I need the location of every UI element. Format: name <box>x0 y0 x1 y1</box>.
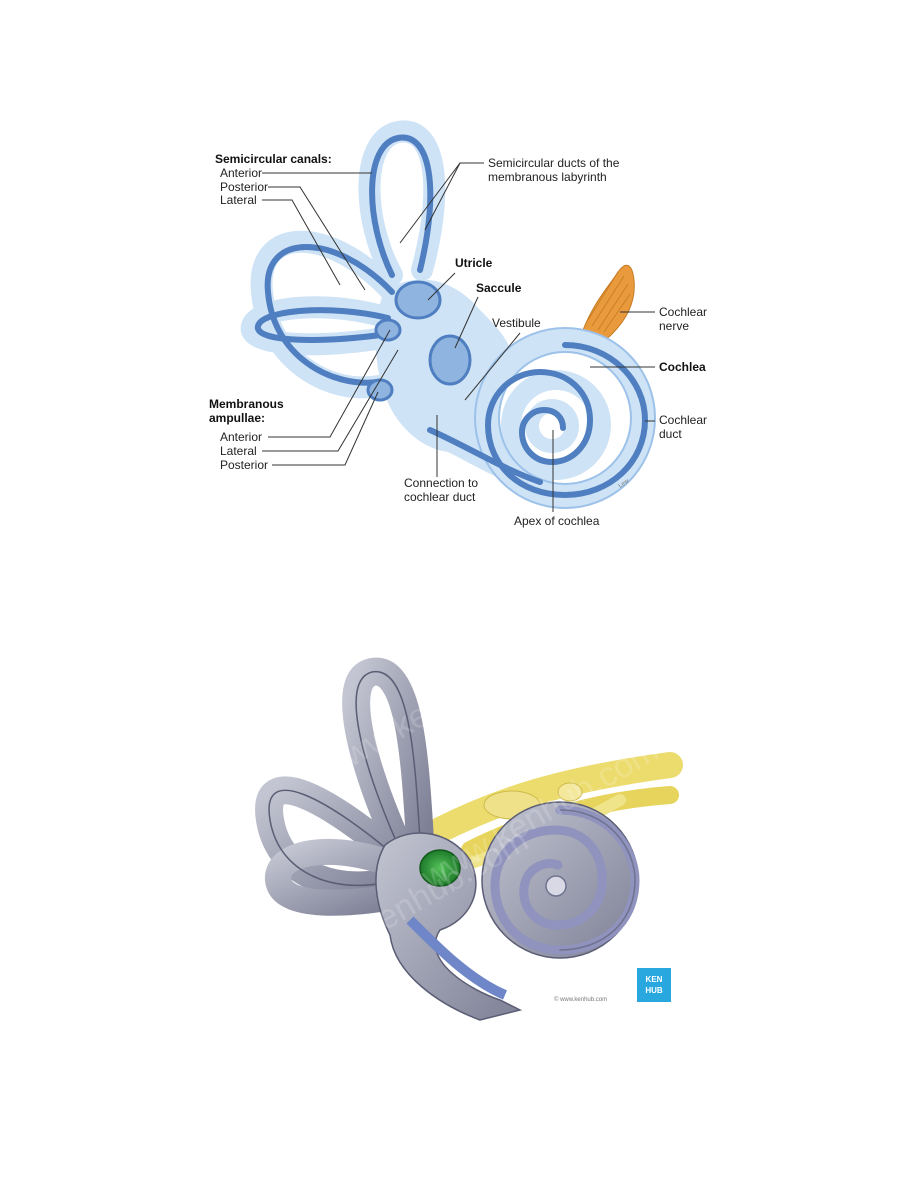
bony-semicircular-canals <box>255 657 434 916</box>
label-cochlear-duct-line1: Cochlear <box>659 413 707 427</box>
utricle-saccule <box>366 280 472 402</box>
label-sc-lateral: Lateral <box>220 193 257 207</box>
kenhub-logo: KEN HUB <box>637 968 671 1002</box>
label-vestibule: Vestibule <box>492 316 541 330</box>
label-saccule: Saccule <box>476 281 522 295</box>
label-utricle: Utricle <box>455 256 493 270</box>
leader-lines <box>262 162 655 512</box>
label-ampulla-posterior: Posterior <box>220 458 268 472</box>
label-cochlear-duct-line2: duct <box>659 427 682 441</box>
label-sc-anterior: Anterior <box>220 166 262 180</box>
label-connection-line2: cochlear duct <box>404 490 476 504</box>
svg-text:KEN: KEN <box>646 975 663 984</box>
label-membranous-ampullae-line1: Membranous <box>209 397 284 411</box>
label-semicircular-ducts-line1: Semicircular ducts of the <box>488 156 620 170</box>
label-semicircular-ducts-line2: membranous labyrinth <box>488 170 607 184</box>
label-apex-of-cochlea: Apex of cochlea <box>514 514 600 528</box>
label-ampulla-anterior: Anterior <box>220 430 262 444</box>
label-cochlear-nerve-line2: nerve <box>659 319 689 333</box>
artist-signature: Lew <box>618 478 631 490</box>
label-membranous-ampullae-line2: ampullae: <box>209 411 265 425</box>
label-ampulla-lateral: Lateral <box>220 444 257 458</box>
label-cochlear-nerve-line1: Cochlear <box>659 305 707 319</box>
label-sc-posterior: Posterior <box>220 180 268 194</box>
svg-text:HUB: HUB <box>645 986 663 995</box>
label-semicircular-canals: Semicircular canals: <box>215 152 332 166</box>
label-connection-line1: Connection to <box>404 476 478 490</box>
kenhub-copyright: © www.kenhub.com <box>554 996 607 1003</box>
saccule-macula-illustration <box>419 849 461 887</box>
cochlea-illustration <box>481 801 640 959</box>
inner-ear-labyrinth-diagram: Semicircular canals: Anterior Posterior … <box>209 120 707 528</box>
label-cochlea: Cochlea <box>659 360 706 374</box>
vestibule-illustration <box>375 832 523 1021</box>
